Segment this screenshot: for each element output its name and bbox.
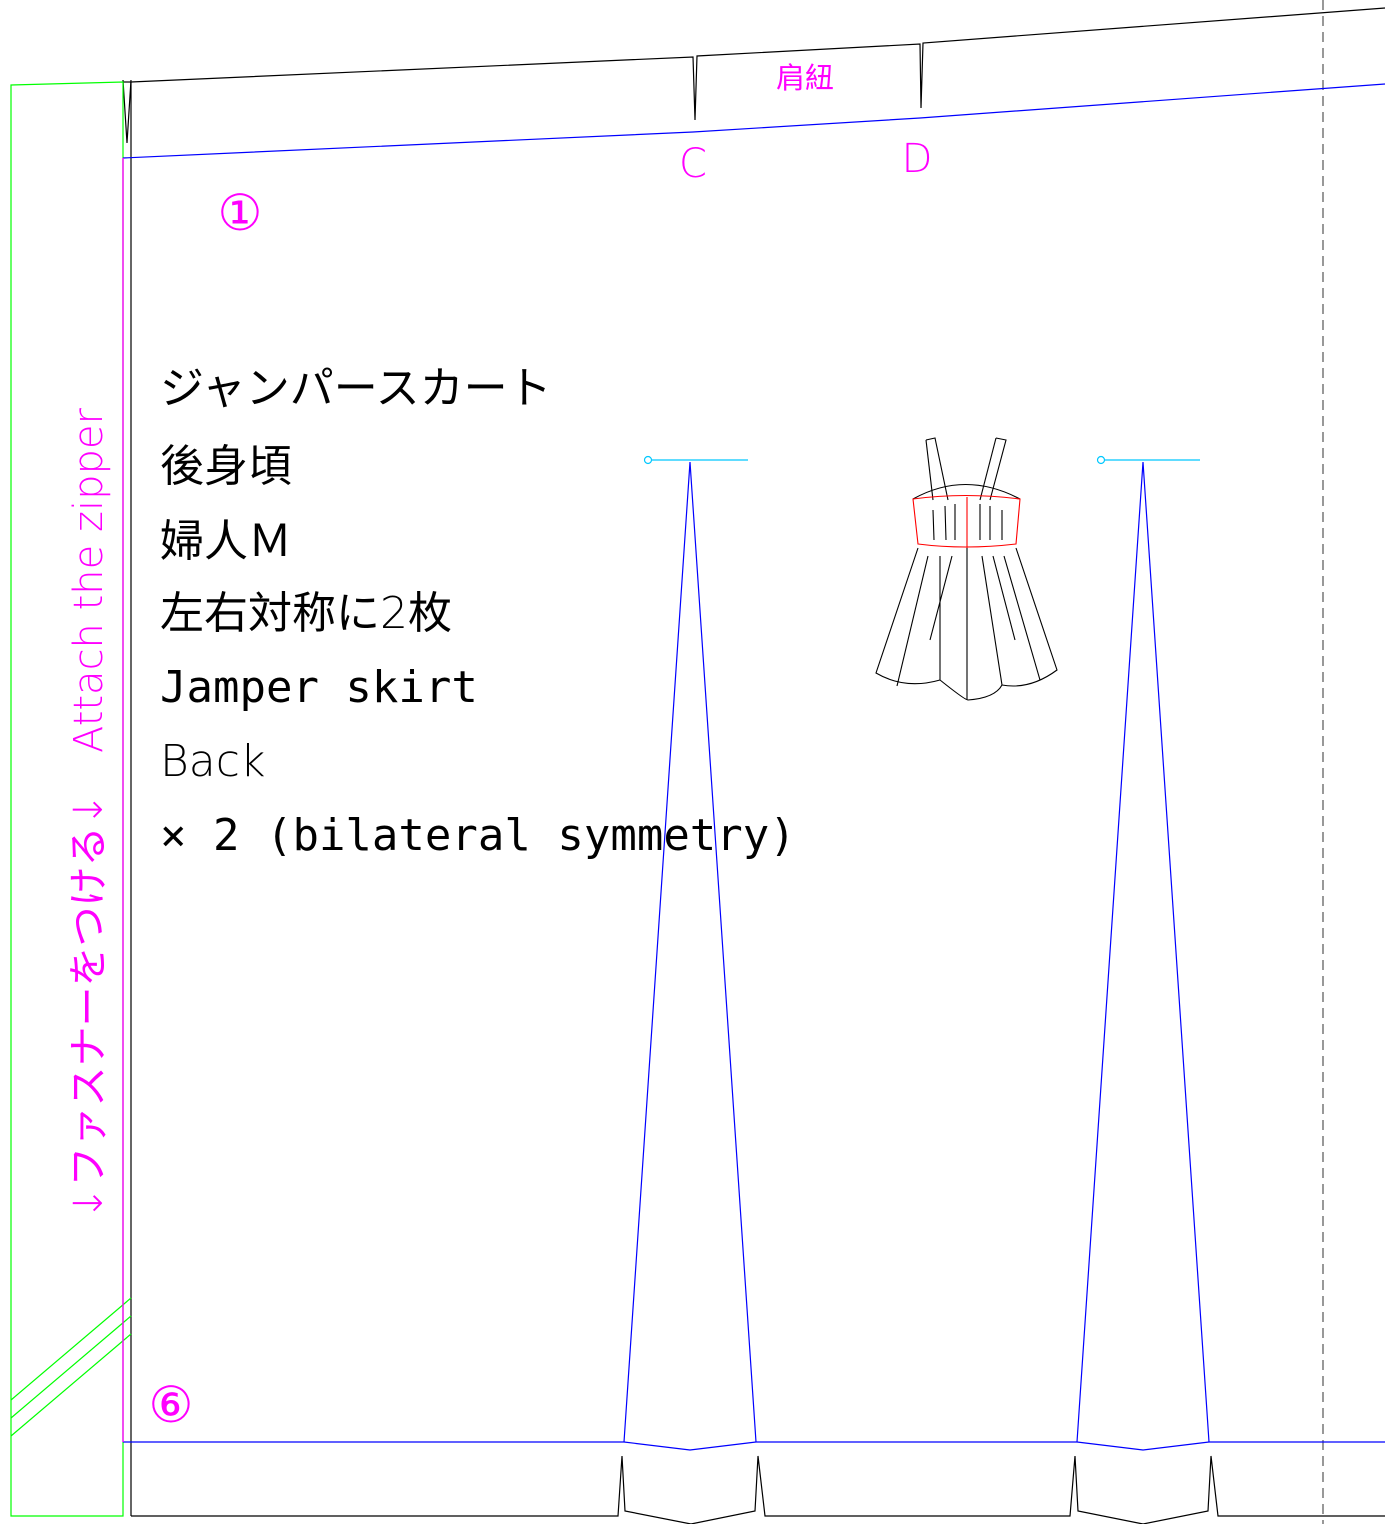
title-line-6: Back — [160, 736, 265, 787]
dart-left — [623, 461, 757, 1443]
title-line-5: Jamper skirt — [160, 662, 478, 713]
point-c-label: C — [679, 141, 707, 187]
seam-line — [122, 83, 1385, 1451]
dart-right — [1076, 461, 1210, 1443]
garment-illustration — [875, 437, 1058, 701]
point-d-label: D — [902, 136, 933, 182]
title-line-7: × 2 (bilateral symmetry) — [160, 810, 796, 861]
strap-label: 肩紐 — [776, 61, 834, 95]
title-line-1: ジャンパースカート — [160, 363, 552, 414]
piece-number-bottom: ⑥ — [149, 1376, 194, 1434]
cut-line — [122, 7, 1385, 1524]
title-line-4: 左右対称に2枚 — [160, 588, 452, 639]
zipper-extension — [10, 81, 132, 1517]
title-block: ジャンパースカート 後身頃 婦人Ｍ 左右対称に2枚 Jamper skirt B… — [160, 363, 796, 861]
title-line-2: 後身頃 — [160, 441, 292, 492]
piece-number-top: ① — [218, 184, 263, 242]
grain-markers — [643, 455, 1200, 465]
zipper-note: ↓ファスナーをつける↓ Attach the zipper — [66, 408, 112, 1220]
title-line-3: 婦人Ｍ — [160, 516, 292, 567]
